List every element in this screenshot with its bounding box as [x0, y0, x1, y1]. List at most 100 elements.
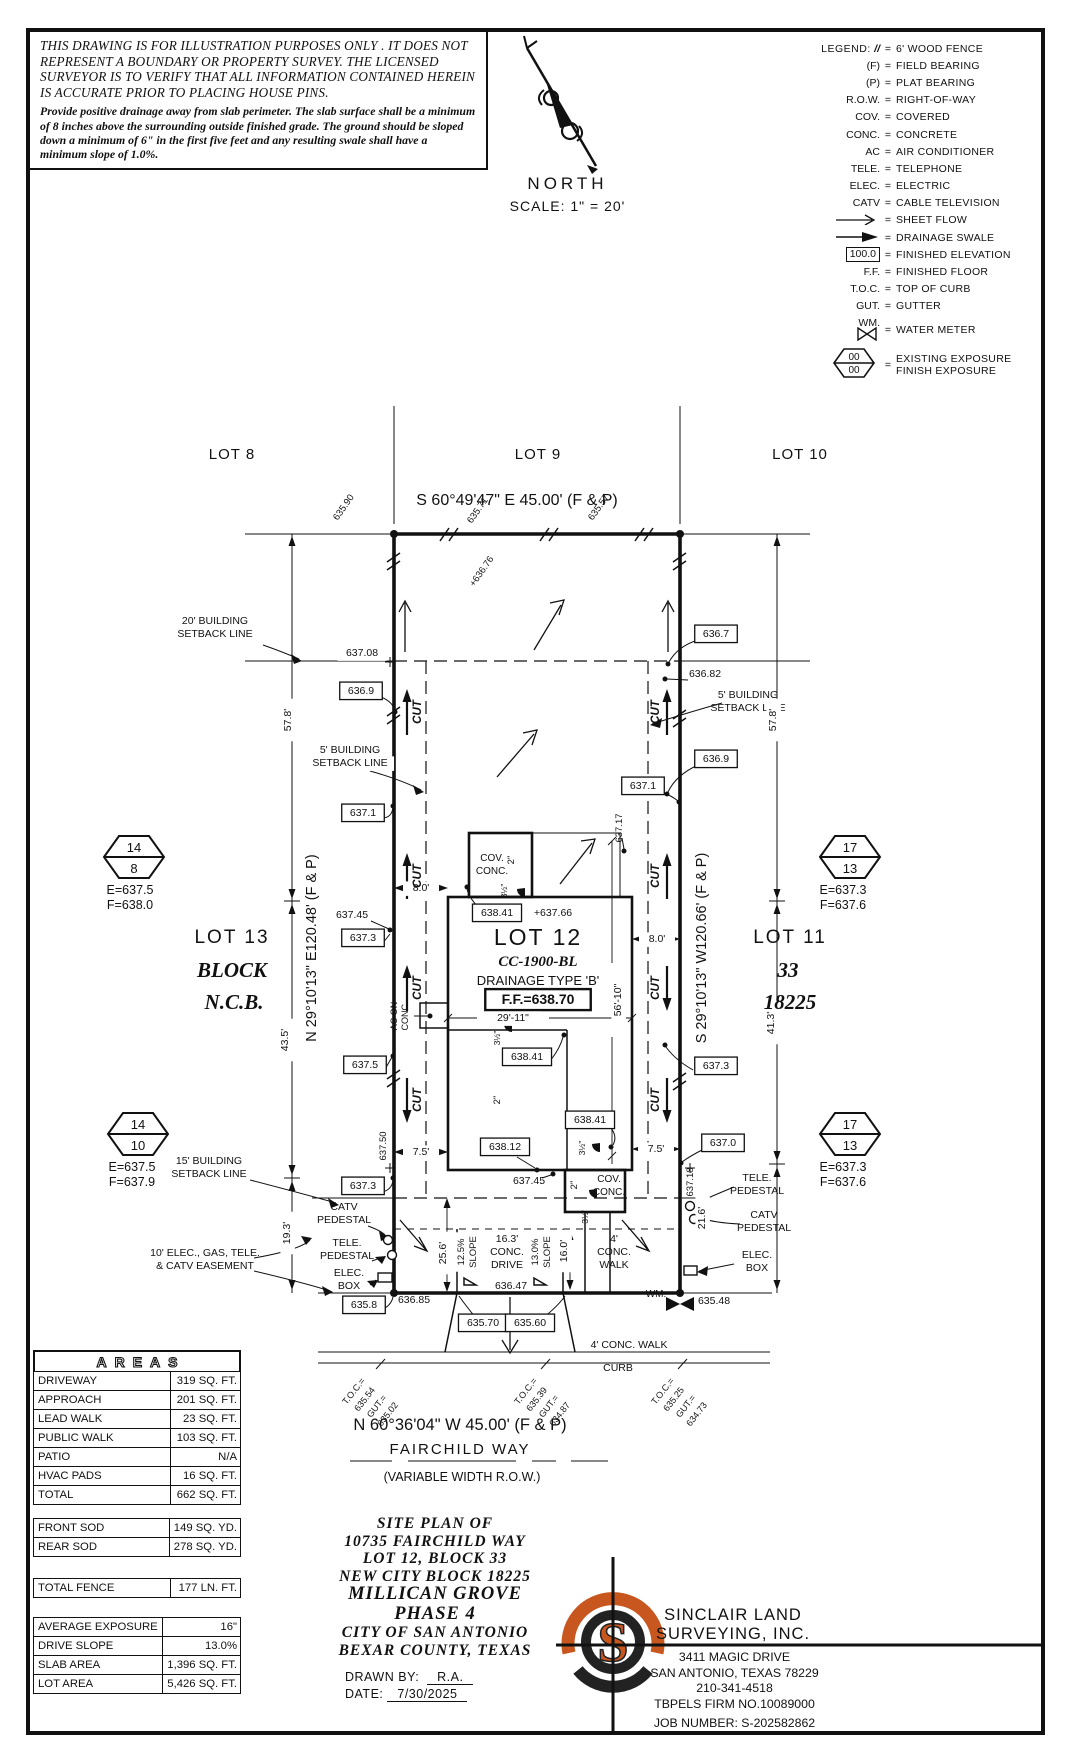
svg-text:57.8': 57.8' [767, 709, 779, 731]
svg-text:CATV: CATV [750, 1209, 777, 1221]
svg-text:DRAINAGE TYPE 'B': DRAINAGE TYPE 'B' [477, 973, 599, 988]
svg-text:3½": 3½" [492, 1031, 502, 1046]
svg-text:13: 13 [843, 1138, 857, 1153]
plan-label: E=637.5 [109, 1160, 156, 1174]
plan-label: 25.6' [436, 1231, 451, 1275]
legend-equals: = [884, 42, 892, 55]
legend-label: PLAT BEARING [896, 76, 976, 89]
elec-box-icon [377, 1272, 393, 1283]
disclaimer-paragraph-1: THIS DRAWING IS FOR ILLUSTRATION PURPOSE… [40, 38, 476, 100]
legend-label: SHEET FLOW [896, 214, 968, 227]
svg-text:637.18: 637.18 [685, 1167, 696, 1196]
plan-label: 2" [506, 856, 517, 865]
legend-equals: = [884, 111, 892, 124]
legend-equals: = [884, 266, 892, 279]
svg-text:00: 00 [848, 352, 860, 363]
svg-text:19.3': 19.3' [281, 1222, 293, 1244]
svg-text:20' BUILDING: 20' BUILDING [182, 615, 248, 627]
plan-label: PEDESTAL [737, 1222, 791, 1234]
plan-label: 5' BUILDING [309, 743, 391, 758]
svg-text:FAIRCHILD WAY: FAIRCHILD WAY [389, 1441, 530, 1458]
svg-text:7.5': 7.5' [648, 1143, 665, 1155]
wm-label: WM. [858, 316, 880, 329]
svg-text:635.48: 635.48 [698, 1295, 730, 1307]
plan-label: F=638.0 [107, 898, 153, 912]
setback-lines [394, 660, 680, 1199]
plan-label: CUT [412, 699, 424, 724]
plan-label: 14 [127, 840, 141, 855]
legend-label: TOP OF CURB [896, 283, 971, 296]
svg-text:CONC.: CONC. [593, 1187, 625, 1198]
lot-boundary [392, 532, 682, 1295]
svg-text:56'-10": 56'-10" [612, 983, 624, 1016]
svg-text:PEDESTAL: PEDESTAL [317, 1214, 371, 1226]
plan-label: ELEC. [742, 1249, 772, 1261]
legend-symbol [742, 213, 880, 228]
svg-text:PEDESTAL: PEDESTAL [737, 1222, 791, 1234]
drawn-by-label: DRAWN BY: [345, 1670, 420, 1684]
svg-text:10' ELEC., GAS, TELE.: 10' ELEC., GAS, TELE. [150, 1247, 260, 1259]
plan-label: CONC. [476, 866, 508, 877]
legend-row: =DRAINAGE SWALE [742, 229, 1032, 246]
areas-row-value: 201 SQ. FT. [170, 1390, 241, 1410]
svg-text:638.41: 638.41 [574, 1114, 606, 1126]
plan-label: 4' [610, 1233, 618, 1245]
plan-label: PEDESTAL [320, 1250, 374, 1262]
plan-label: TELE. [742, 1172, 771, 1184]
svg-text:13: 13 [843, 861, 857, 876]
plan-label: 19.3' [280, 1211, 295, 1255]
title-block-line: BEXAR COUNTY, TEXAS [338, 1641, 532, 1659]
house-outline [419, 831, 634, 1214]
tele-pedestal-icon [386, 1249, 398, 1261]
plan-label: COV. [597, 1174, 621, 1185]
svg-text:TELE.: TELE. [742, 1172, 771, 1184]
plan-label: 635.60 [504, 1313, 556, 1333]
legend-symbol: GUT. [856, 300, 880, 313]
disclaimer-note: THIS DRAWING IS FOR ILLUSTRATION PURPOSE… [28, 30, 488, 170]
plan-label: 636.9 [339, 681, 383, 701]
plan-label: 637.3 [341, 1176, 385, 1196]
svg-text:(VARIABLE WIDTH R.O.W.): (VARIABLE WIDTH R.O.W.) [384, 1470, 541, 1484]
plan-label: SLOPE [541, 1232, 555, 1272]
plan-label: 14 [131, 1117, 145, 1132]
plan-label: 15' BUILDING [176, 1155, 242, 1167]
areas-row-label: LEAD WALK [33, 1409, 171, 1429]
plan-label: 20' BUILDING [182, 615, 248, 627]
svg-text:637.3: 637.3 [350, 1180, 376, 1192]
svg-text:PEDESTAL: PEDESTAL [730, 1185, 784, 1197]
plan-label: 18225 [764, 990, 817, 1014]
plan-label: S 29°10'13" W120.66' (F & P) [693, 817, 712, 1079]
svg-text:637.08: 637.08 [346, 647, 378, 659]
areas-row-label: HVAC PADS [33, 1466, 171, 1486]
legend-label: ELECTRIC [896, 180, 951, 193]
areas-row-value: 16" [162, 1617, 241, 1637]
svg-text:638.12: 638.12 [489, 1141, 521, 1153]
drainage-swale-icon [836, 232, 878, 243]
svg-text:637.1: 637.1 [630, 780, 656, 792]
legend-symbol: T.O.C. [850, 283, 880, 296]
svg-text:LOT 8: LOT 8 [209, 446, 255, 463]
areas-row-value: 13.0% [162, 1636, 241, 1656]
plan-label: CONC. [593, 1187, 625, 1198]
svg-text:7.5': 7.5' [413, 1146, 430, 1158]
plan-label: 5' BUILDING [718, 689, 778, 701]
svg-text:636.7: 636.7 [703, 628, 729, 640]
svg-text:33: 33 [777, 958, 799, 982]
areas-row-value: N/A [170, 1447, 241, 1467]
title-block-line: MILLICAN GROVE [348, 1584, 522, 1605]
thin-lines [245, 406, 810, 1462]
legend-equals: = [884, 145, 892, 158]
areas-row-value: 149 SQ. YD. [168, 1518, 242, 1538]
svg-text:WM.: WM. [646, 1289, 667, 1300]
svg-text:CUT: CUT [650, 699, 662, 724]
plan-label: 637.3 [694, 1056, 738, 1076]
plan-label: F=637.6 [820, 898, 866, 912]
